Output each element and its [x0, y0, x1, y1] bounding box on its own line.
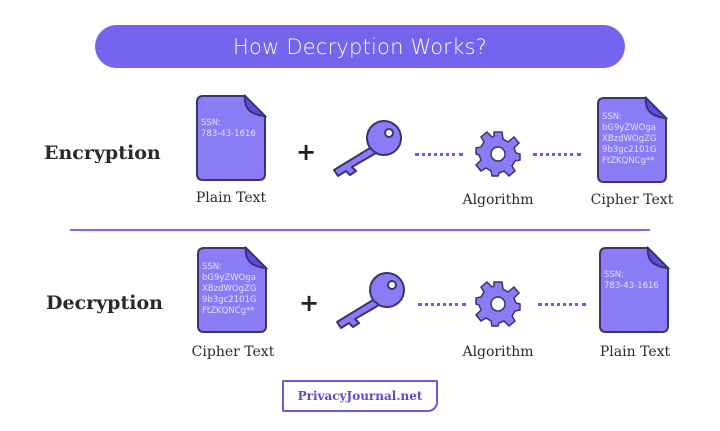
gear-icon	[474, 130, 521, 178]
doc-line: 783-43-1616	[201, 129, 256, 139]
doc-line: 9b3gc2101G	[602, 145, 657, 155]
connector-dots	[418, 303, 466, 306]
plain-text-caption: Plain Text	[195, 190, 267, 206]
encryption-label: Encryption	[44, 142, 161, 164]
doc-line: FtZKQNCg**	[602, 156, 655, 166]
section-divider	[70, 229, 650, 231]
doc-line: SSN:	[201, 118, 222, 128]
algorithm-caption: Algorithm	[462, 192, 534, 208]
key-icon	[336, 272, 405, 329]
page-title: How Decryption Works?	[95, 25, 625, 68]
brand-badge: PrivacyJournal.net	[282, 380, 438, 412]
brand-text: PrivacyJournal.net	[297, 389, 423, 403]
decryption-label: Decryption	[46, 292, 163, 314]
plain-text-document-icon: SSN:783-43-1616	[195, 93, 268, 182]
doc-line: 783-43-1616	[604, 281, 659, 291]
plus-sign: +	[296, 138, 317, 166]
doc-line: SSN:	[202, 262, 223, 272]
connector-dots	[533, 153, 581, 156]
doc-line: SSN:	[604, 270, 625, 280]
plain-text-caption: Plain Text	[599, 344, 671, 360]
doc-line: 9b3gc2101G	[202, 295, 257, 305]
plus-sign: +	[299, 289, 320, 317]
doc-line: bG9yZWOga	[602, 123, 656, 133]
plain-text-document-icon: SSN:783-43-1616	[598, 245, 671, 334]
gear-icon	[474, 280, 521, 328]
connector-dots	[538, 303, 586, 306]
doc-line: SSN:	[602, 112, 623, 122]
cipher-text-caption: Cipher Text	[191, 344, 275, 360]
doc-line: FtZKQNCg**	[202, 306, 255, 316]
doc-line: XBzdWOgZG	[202, 284, 257, 294]
key-icon	[333, 120, 402, 177]
doc-line: XBzdWOgZG	[602, 134, 657, 144]
doc-line: bG9yZWOga	[202, 273, 256, 283]
algorithm-caption: Algorithm	[462, 344, 534, 360]
connector-dots	[415, 153, 463, 156]
cipher-text-caption: Cipher Text	[590, 192, 674, 208]
